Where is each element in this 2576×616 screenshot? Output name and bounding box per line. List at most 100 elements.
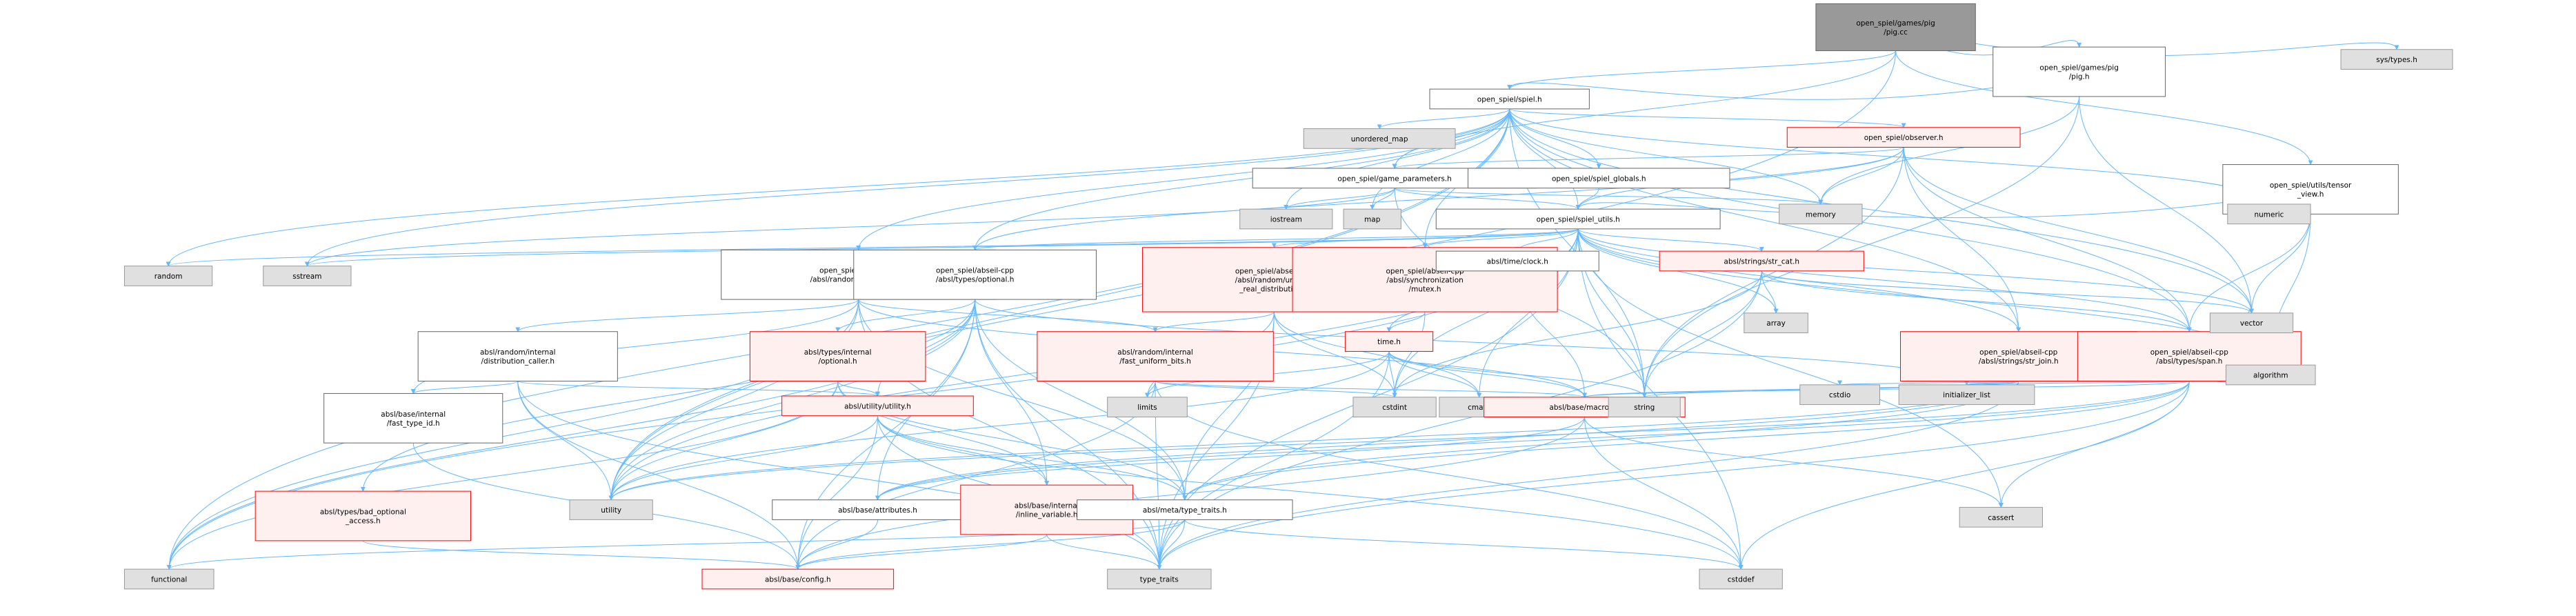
node-optional_h-label-1: /absl/types/optional.h	[936, 276, 1015, 284]
node-tensor_view-label-1: _view.h	[2297, 190, 2324, 199]
edge-pig_h-to-memory	[1818, 96, 2080, 205]
node-cstddef-box	[1699, 568, 1783, 590]
edge-time_h-to-utility	[608, 351, 1390, 501]
node-cstddef: cstddef	[1699, 568, 1783, 590]
node-vector-box	[2209, 312, 2294, 334]
node-root-label-1: /pig.cc	[1884, 28, 1908, 37]
node-dist_caller[interactable]: absl/random/internal/distribution_caller…	[417, 331, 618, 381]
node-config[interactable]: absl/base/config.h	[701, 568, 895, 590]
node-spiel_utils-label-0: open_spiel/spiel_utils.h	[1537, 215, 1620, 223]
edge-spiel_h-to-bit_gen_ref	[856, 108, 1510, 251]
edge-macros-to-cstddef	[1584, 417, 1744, 570]
node-array-label-0: array	[1766, 319, 1786, 328]
node-clock[interactable]: absl/time/clock.h	[1435, 250, 1599, 272]
edge-observer-to-str_join	[1903, 147, 2021, 332]
node-random-box	[123, 266, 213, 286]
edge-spiel_utils-to-mutex	[1422, 228, 1579, 248]
node-array-box	[1744, 312, 1808, 334]
node-type_traits-box	[1107, 568, 1212, 590]
node-mutex-label-2: /mutex.h	[1409, 285, 1441, 293]
include-dependency-graph: open_spiel/games/pig/pig.ccopen_spiel/ga…	[123, 3, 2453, 590]
node-string-box	[1608, 397, 1681, 417]
edge-root-to-tensor_view	[1895, 50, 2313, 166]
node-fast_type_id[interactable]: absl/base/internal/fast_type_id.h	[323, 393, 503, 444]
edge-str_cat-to-cstdint	[1392, 270, 1762, 398]
node-tensor_view-label-0: open_spiel/utils/tensor	[2270, 181, 2352, 190]
node-uniform_real-label-2: _real_distribution.h	[1239, 285, 1308, 293]
node-map-label-0: map	[1364, 215, 1381, 223]
edge-internal_optional-to-utility_h	[837, 381, 880, 397]
node-pig_h-box	[1993, 46, 2166, 97]
node-fast_uniform[interactable]: absl/random/internal/fast_uniform_bits.h	[1037, 331, 1274, 381]
node-spiel_globals[interactable]: open_spiel/spiel_globals.h	[1468, 168, 1730, 189]
node-time_h-box	[1344, 331, 1434, 352]
node-fast_type_id-label-0: absl/base/internal	[381, 410, 446, 419]
edge-time_h-to-cstdint	[1388, 351, 1397, 398]
node-attributes-label-0: absl/base/attributes.h	[838, 506, 917, 515]
node-attributes[interactable]: absl/base/attributes.h	[772, 499, 984, 520]
node-type_traits: type_traits	[1107, 568, 1212, 590]
node-internal_optional-box	[749, 331, 926, 381]
edge-pig_h-to-vector	[2079, 96, 2255, 314]
node-string-label-0: string	[1634, 404, 1655, 412]
node-dist_caller-label-1: /distribution_caller.h	[481, 357, 555, 366]
edge-spiel_h-to-unordered_map	[1377, 108, 1510, 130]
node-utility_h[interactable]: absl/utility/utility.h	[781, 395, 974, 417]
edge-optional_h-to-internal_optional	[835, 299, 976, 332]
edge-optional_h-to-type_traits_h	[975, 299, 1188, 501]
edge-spiel_globals-to-spiel_utils	[1575, 188, 1599, 210]
node-limits-label-0: limits	[1137, 404, 1157, 412]
edge-bad_optional-to-config	[362, 540, 801, 570]
node-pig_h-label-0: open_spiel/games/pig	[2039, 64, 2118, 72]
node-memory-label-0: memory	[1806, 210, 1836, 219]
node-type_traits_h[interactable]: absl/meta/type_traits.h	[1077, 499, 1293, 520]
node-sys_types-label-0: sys/types.h	[2376, 56, 2417, 64]
node-limits: limits	[1107, 397, 1188, 417]
edge-attributes-to-config	[795, 519, 878, 570]
node-cstdio-label-0: cstdio	[1829, 391, 1850, 399]
edge-spiel_h-to-observer	[1509, 108, 1906, 128]
edge-str_cat-to-span	[1761, 270, 2192, 332]
node-pig_h[interactable]: open_spiel/games/pig/pig.h	[1993, 46, 2166, 97]
edge-observer-to-span	[1903, 147, 2192, 332]
node-optional_h[interactable]: open_spiel/abseil-cpp/absl/types/optiona…	[853, 249, 1097, 300]
node-bad_optional[interactable]: absl/types/bad_optional_access.h	[254, 490, 472, 542]
node-cstdint: cstdint	[1352, 397, 1437, 417]
node-observer[interactable]: open_spiel/observer.h	[1786, 127, 2021, 148]
edge-spiel_h-to-vector	[1509, 108, 2254, 314]
edge-observer-to-vector	[1903, 147, 2254, 314]
edge-spiel_utils-to-cassert	[1577, 228, 2004, 508]
node-init_list: initializer_list	[1898, 384, 2035, 406]
edge-observer-to-game_params	[1392, 147, 1904, 169]
node-observer-box	[1786, 127, 2021, 148]
node-bad_optional-label-1: _access.h	[345, 517, 381, 525]
edge-dist_caller-to-config	[517, 381, 801, 570]
node-init_list-label-0: initializer_list	[1943, 391, 1990, 399]
node-time_h[interactable]: time.h	[1344, 331, 1434, 352]
node-cstdio-box	[1799, 384, 1880, 406]
edge-pig_h-to-string	[1641, 96, 2080, 398]
edge-spiel_utils-to-optional_h	[972, 228, 1579, 251]
edge-spiel_h-to-numeric	[1509, 108, 2272, 205]
node-type_traits-label-0: type_traits	[1140, 575, 1179, 584]
node-fast_type_id-box	[323, 393, 503, 444]
edge-str_cat-to-string	[1641, 270, 1762, 398]
node-spiel_h[interactable]: open_spiel/spiel.h	[1429, 88, 1590, 110]
edge-spiel_h-to-map	[1370, 108, 1510, 210]
node-attributes-box	[772, 499, 984, 520]
edge-dist_caller-to-utility	[517, 381, 614, 501]
node-root-box	[1815, 3, 1976, 52]
edge-pig_h-to-spiel_h	[1507, 71, 2079, 100]
node-memory: memory	[1779, 203, 1863, 225]
node-time_h-label-0: time.h	[1377, 338, 1401, 346]
edge-time_h-to-string	[1388, 351, 1647, 398]
edge-game_params-to-memory	[1394, 188, 1824, 205]
edge-spiel_utils-to-str_cat	[1577, 228, 1764, 252]
node-str_cat[interactable]: absl/strings/str_cat.h	[1659, 250, 1864, 272]
node-root[interactable]: open_spiel/games/pig/pig.cc	[1815, 3, 1976, 52]
edge-mutex-to-cstdint	[1392, 312, 1426, 398]
node-spiel_utils[interactable]: open_spiel/spiel_utils.h	[1435, 208, 1721, 230]
node-internal_optional[interactable]: absl/types/internal/optional.h	[749, 331, 926, 381]
edge-root-to-spiel_h	[1507, 50, 1897, 90]
edge-tensor_view-to-vector	[2249, 214, 2311, 314]
